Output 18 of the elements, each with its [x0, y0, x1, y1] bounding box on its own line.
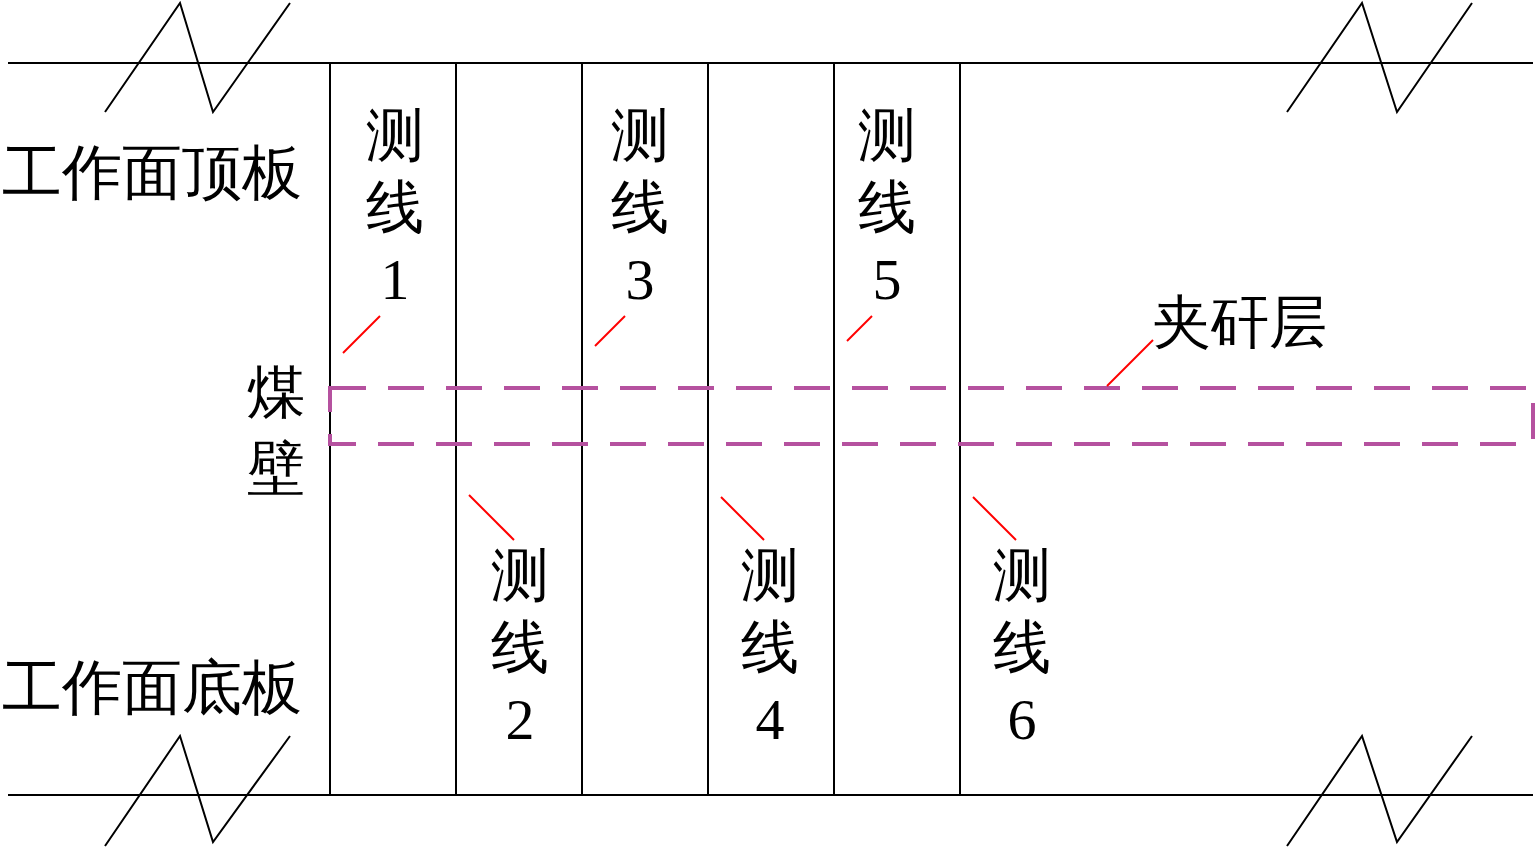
floor-label: 工作面底板: [2, 655, 303, 721]
leader-line: [468, 494, 515, 541]
measuring-line-label: 测线3: [610, 100, 670, 316]
measuring-line-label: 测线1: [365, 100, 425, 316]
leader-line: [720, 496, 765, 541]
leader-line: [342, 315, 381, 354]
leader-line: [846, 315, 873, 342]
leader-line: [1106, 339, 1154, 387]
measuring-line-label: 测线6: [992, 540, 1052, 756]
layer-label: 夹矸层: [1153, 292, 1343, 354]
dashed-band: [328, 386, 1535, 446]
coal-wall-label: 煤壁: [246, 359, 306, 503]
leader-line: [594, 315, 626, 347]
leader-line: [972, 496, 1017, 541]
measuring-line-label: 测线5: [857, 100, 917, 316]
measuring-line-label: 测线4: [740, 540, 800, 756]
roof-label: 工作面顶板: [2, 140, 303, 206]
measuring-line-label: 测线2: [490, 540, 550, 756]
